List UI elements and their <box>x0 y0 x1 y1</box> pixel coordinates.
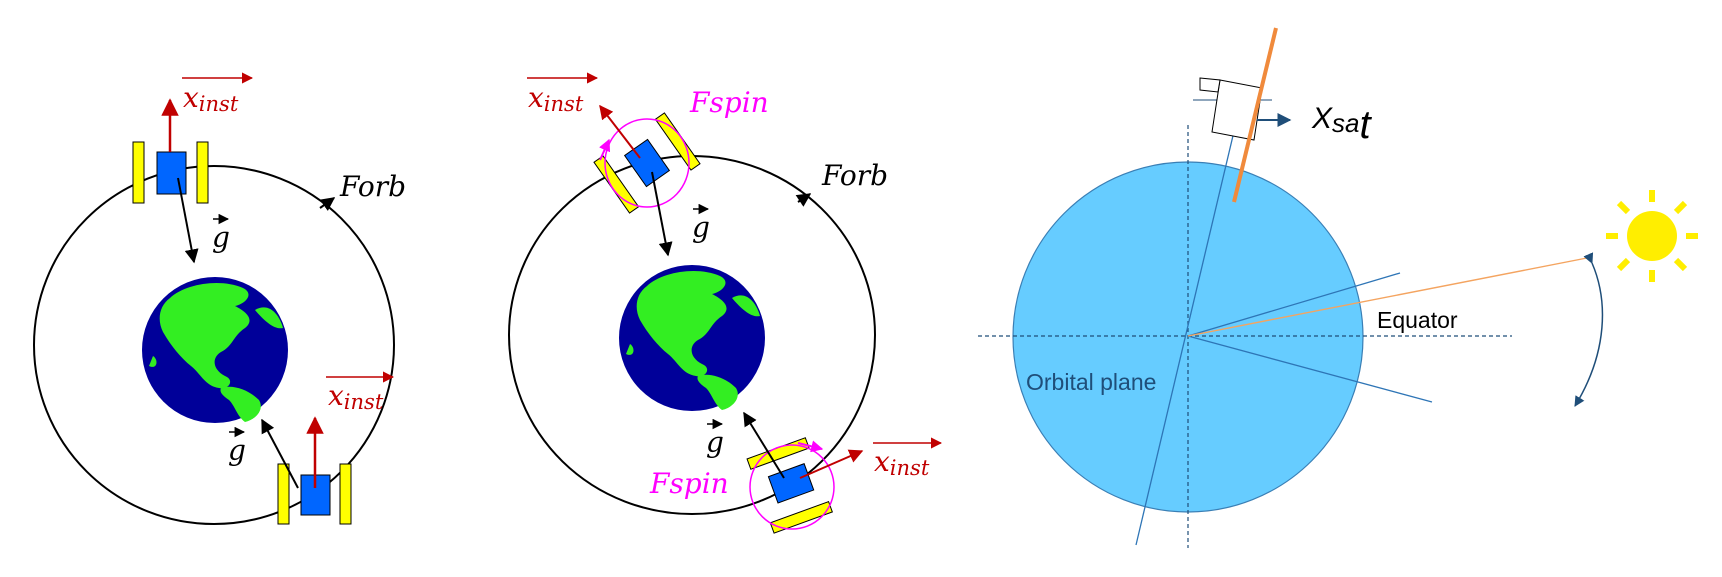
spin-circle <box>604 118 690 208</box>
x-inst-vector-arrow <box>799 449 864 479</box>
sun-icon <box>1606 190 1698 282</box>
spin-direction-arrow <box>797 440 824 453</box>
x-inst-label: xinst <box>183 81 239 116</box>
orbit-direction-arrow <box>319 197 336 212</box>
x-inst-vector-arrow <box>599 104 641 159</box>
gravity-vector-arrow <box>261 418 299 489</box>
boom-line <box>1232 27 1278 203</box>
plane-edge-line <box>1187 335 1433 403</box>
x-sat-label: Xsat <box>1311 102 1372 147</box>
gravity-vector-arrow <box>177 177 199 264</box>
spin-circle <box>749 444 835 530</box>
orbit-circle <box>33 165 395 525</box>
orbital-plane-axis <box>1135 84 1246 546</box>
g-label: g <box>692 211 710 244</box>
orbit-direction-arrow <box>795 193 812 207</box>
satellite-icon <box>1193 27 1278 203</box>
gravity-vector-arrow <box>743 411 785 479</box>
earth-globe-icon <box>142 277 288 423</box>
angle-arc-arrow <box>1574 252 1604 407</box>
earth-globe-icon <box>619 265 765 411</box>
fspin-label: Fspin <box>649 467 729 500</box>
satellite-icon <box>277 463 352 525</box>
panel-orbital-plane: Equator Orbital plane Xsat <box>978 27 1698 548</box>
fspin-label: Fspin <box>689 86 769 119</box>
g-label: g <box>706 426 724 459</box>
gravity-vector-arrow <box>651 171 673 257</box>
forb-label: Forb <box>339 170 406 203</box>
forb-label: Forb <box>821 159 888 192</box>
spin-direction-arrow <box>599 138 611 161</box>
panel-inertial-orbit: Forb xinst g xinst g <box>33 72 406 525</box>
sun-direction-line <box>1187 256 1593 337</box>
g-label: g <box>228 434 246 467</box>
equator-label: Equator <box>1377 307 1458 333</box>
x-inst-label: xinst <box>528 81 584 116</box>
satellite-icon <box>132 141 209 204</box>
x-inst-label: xinst <box>328 379 384 414</box>
orbital-plane-label: Orbital plane <box>1026 369 1156 395</box>
satellite-icon <box>593 112 701 214</box>
g-label: g <box>212 221 230 254</box>
x-inst-label: xinst <box>874 445 930 480</box>
plane-edge-line <box>1187 272 1401 337</box>
panel-spinning-orbit: Forb Fspin xinst g Fspin xinst g <box>508 72 943 534</box>
